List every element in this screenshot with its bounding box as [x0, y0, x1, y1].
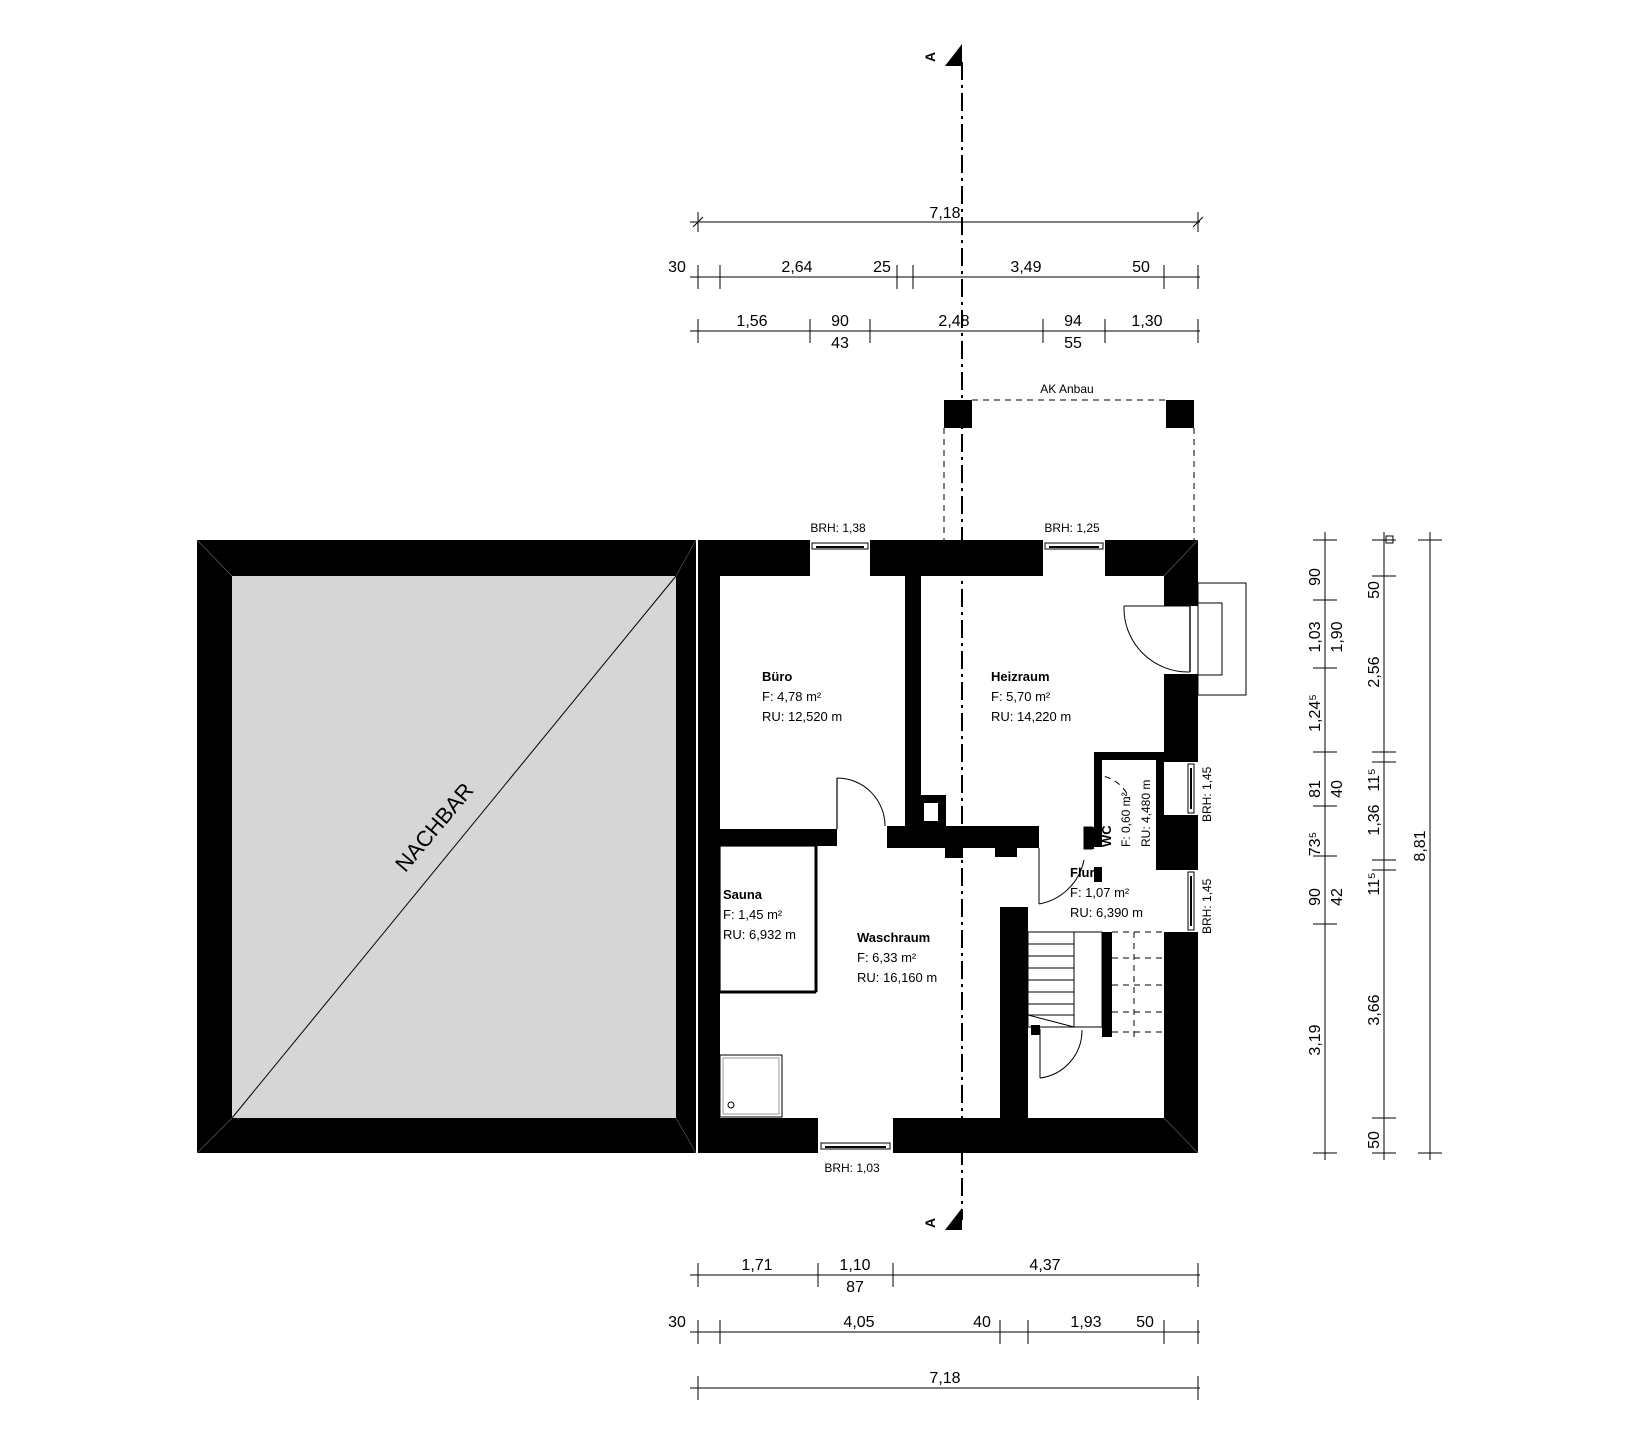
- dims-bottom: 1,71 1,10 4,37 87 30 4,05 40 1,93 50 7,1…: [668, 1257, 1200, 1400]
- dim-right-c2-2: 2,56: [1366, 656, 1383, 687]
- dim-right-c1-1: 1,03: [1307, 621, 1324, 652]
- sill-heights: BRH: 1,38 BRH: 1,25 BRH: 1,03 BRH: 1,45 …: [810, 521, 1214, 1175]
- dim-top-r3-3: 94: [1064, 313, 1082, 330]
- dim-right-c2-5: 11⁵: [1366, 872, 1383, 895]
- dim-right-c2-6: 3,66: [1366, 994, 1383, 1025]
- windows: [810, 540, 1198, 1153]
- section-mark-top: A: [922, 52, 938, 62]
- room-labels: Büro F: 4,78 m² RU: 12,520 m Heizraum F:…: [723, 669, 1153, 985]
- exterior-stoop: [1197, 582, 1247, 696]
- room-area-sauna: F: 1,45 m²: [723, 907, 783, 922]
- dims-top: 7,18 30 2,64 25 3,49 50 1,56 90 2,48 94 …: [668, 205, 1204, 352]
- dim-bottom-r1-1: 1,10: [839, 1257, 870, 1274]
- room-area-heizraum: F: 5,70 m²: [991, 689, 1051, 704]
- interior-walls: [720, 576, 1164, 1118]
- dim-top-r2-4: 50: [1132, 259, 1150, 276]
- room-name-wc: WC: [1099, 825, 1114, 847]
- dim-top-r2-1: 2,64: [781, 259, 812, 276]
- sill-height-south: BRH: 1,03: [824, 1161, 880, 1175]
- dim-right-total: 8,81: [1412, 830, 1429, 861]
- dim-bottom-total: 7,18: [929, 1370, 960, 1387]
- room-perimeter-wc: RU: 4,480 m: [1139, 780, 1153, 847]
- stairs: [1027, 931, 1164, 1040]
- room-name-flur: Flur: [1070, 865, 1095, 880]
- dim-bottom-r2-4: 50: [1136, 1314, 1154, 1331]
- dim-top-r3-0: 1,56: [736, 313, 767, 330]
- room-perimeter-waschraum: RU: 16,160 m: [857, 970, 937, 985]
- dim-bottom-r1-0: 1,71: [741, 1257, 772, 1274]
- dim-top-r3-2: 2,48: [938, 313, 969, 330]
- room-perimeter-flur: RU: 6,390 m: [1070, 905, 1143, 920]
- doors: [836, 605, 1191, 1079]
- dim-bottom-r2-1: 4,05: [843, 1314, 874, 1331]
- sill-height-north-right: BRH: 1,25: [1044, 521, 1100, 535]
- dim-right-c1-6: 3,19: [1307, 1024, 1324, 1055]
- sill-height-east-upper: BRH: 1,45: [1200, 766, 1214, 822]
- neighbor-building: NACHBAR: [196, 539, 697, 1154]
- room-perimeter-sauna: RU: 6,932 m: [723, 927, 796, 942]
- dim-right-c2-0: 50: [1366, 581, 1383, 599]
- dim-top-r3-4: 1,30: [1131, 313, 1162, 330]
- dim-top-r2-2: 25: [873, 259, 891, 276]
- dim-top-total: 7,18: [929, 205, 960, 222]
- room-name-waschraum: Waschraum: [857, 930, 930, 945]
- dim-right-c1b-0: 40: [1329, 780, 1346, 798]
- dim-bottom-r1-lower-0: 87: [846, 1279, 864, 1296]
- dim-right-c1-4: 73⁵: [1307, 832, 1324, 856]
- room-name-buero: Büro: [762, 669, 792, 684]
- room-area-waschraum: F: 6,33 m²: [857, 950, 917, 965]
- sill-height-north-left: BRH: 1,38: [810, 521, 866, 535]
- room-perimeter-buero: RU: 12,520 m: [762, 709, 842, 724]
- dim-top-r2-3: 3,49: [1010, 259, 1041, 276]
- dim-top-r3-lower-0: 43: [831, 335, 849, 352]
- dim-bottom-r2-2: 40: [973, 1314, 991, 1331]
- dim-top-r3-1: 90: [831, 313, 849, 330]
- room-area-wc: F: 0,60 m²: [1119, 792, 1133, 847]
- room-area-flur: F: 1,07 m²: [1070, 885, 1130, 900]
- annex-outline: AK Anbau: [943, 382, 1195, 540]
- dim-right-c1-5: 90: [1307, 888, 1324, 906]
- annex-label: AK Anbau: [1040, 382, 1093, 396]
- dim-bottom-r2-0: 30: [668, 1314, 686, 1331]
- dims-right: 90 1,03 1,24⁵ 81 73⁵ 90 3,19 40 42 50 1,…: [1307, 532, 1442, 1160]
- dim-right-c1-0: 90: [1307, 568, 1324, 586]
- dim-top-r3-lower-1: 55: [1064, 335, 1082, 352]
- dim-right-c2-1: 1,90: [1329, 621, 1346, 652]
- dim-right-c1-3: 81: [1307, 780, 1324, 798]
- dim-bottom-r2-3: 1,93: [1070, 1314, 1101, 1331]
- sill-height-east-lower: BRH: 1,45: [1200, 878, 1214, 934]
- section-axis: A A: [922, 44, 963, 1230]
- outer-walls: [698, 539, 1199, 1154]
- section-mark-bottom: A: [922, 1218, 938, 1228]
- room-perimeter-heizraum: RU: 14,220 m: [991, 709, 1071, 724]
- room-name-heizraum: Heizraum: [991, 669, 1050, 684]
- fixtures: [719, 845, 818, 1118]
- dim-right-c2-7: 50: [1366, 1131, 1383, 1149]
- dim-right-c2-4: 1,36: [1366, 804, 1383, 835]
- dim-right-c1-2: 1,24⁵: [1307, 694, 1324, 732]
- dim-top-r2-0: 30: [668, 259, 686, 276]
- room-name-sauna: Sauna: [723, 887, 763, 902]
- dim-bottom-r1-2: 4,37: [1029, 1257, 1060, 1274]
- dim-right-c1b-1: 42: [1329, 888, 1346, 906]
- dim-right-c2-3: 11⁵: [1366, 768, 1383, 791]
- room-area-buero: F: 4,78 m²: [762, 689, 822, 704]
